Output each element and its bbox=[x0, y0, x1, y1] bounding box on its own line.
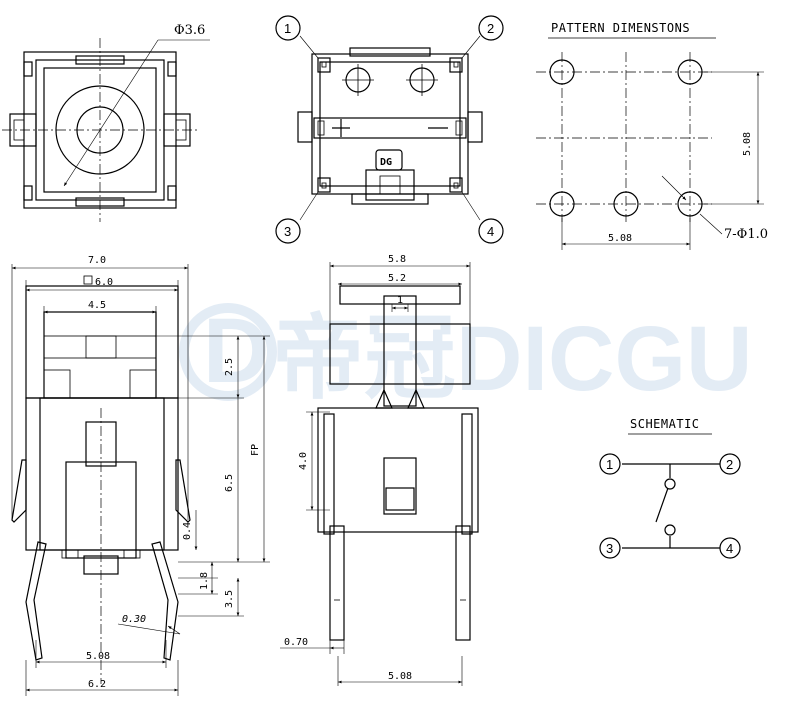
schematic-pin-1: 1 bbox=[606, 457, 613, 472]
schematic-pin-2: 2 bbox=[726, 457, 733, 472]
top-view: Φ3.6 bbox=[2, 23, 210, 222]
pin-label-4: 4 bbox=[487, 224, 494, 239]
pin-label-2: 2 bbox=[487, 21, 494, 36]
pin-label-3: 3 bbox=[284, 224, 291, 239]
dim-65: 6.5 bbox=[224, 474, 235, 492]
logo-mark: DG bbox=[380, 157, 392, 168]
dim-fp: FP bbox=[250, 444, 261, 456]
hole-diameter-label: 7-Φ1.0 bbox=[724, 227, 768, 242]
pattern-horizontal-dim: 5.08 bbox=[608, 233, 632, 244]
watermark-logo-text: D bbox=[203, 300, 269, 402]
dim-1: 1 bbox=[397, 295, 403, 306]
button-diameter-label: Φ3.6 bbox=[174, 23, 205, 38]
pin-top-view: DG 1 2 3 4 bbox=[275, 15, 504, 244]
pattern-title: PATTERN DIMENSTONS bbox=[551, 21, 690, 35]
schematic-pin-3: 3 bbox=[606, 541, 613, 556]
dim-pitch-side: 5.08 bbox=[388, 671, 412, 682]
pattern-dimensions: PATTERN DIMENSTONS 5.08 5.08 7-Φ1.0 bbox=[536, 21, 768, 250]
dim-04: 0.4 bbox=[182, 522, 193, 540]
schematic-title: SCHEMATIC bbox=[630, 417, 700, 431]
watermark-brand-text: 帝冠DICGU bbox=[272, 308, 752, 410]
side-view: 5.8 5.2 1 4.0 0.70 5.08 bbox=[280, 254, 479, 686]
pattern-vertical-dim: 5.08 bbox=[742, 132, 753, 156]
schematic: SCHEMATIC 1 2 3 4 bbox=[599, 417, 741, 559]
dim-button-45: 4.5 bbox=[88, 300, 106, 311]
dim-18: 1.8 bbox=[199, 572, 210, 590]
dim-52: 5.2 bbox=[388, 273, 406, 284]
watermark: D 帝冠DICGU bbox=[179, 300, 752, 410]
dim-58: 5.8 bbox=[388, 254, 406, 265]
dim-thickness: 0.30 bbox=[122, 614, 146, 625]
dim-35: 3.5 bbox=[224, 590, 235, 608]
pin-label-1: 1 bbox=[284, 21, 291, 36]
dim-pitch-front: 5.08 bbox=[86, 651, 110, 662]
dim-070: 0.70 bbox=[284, 637, 308, 648]
dim-25: 2.5 bbox=[224, 358, 235, 376]
schematic-pin-4: 4 bbox=[726, 541, 733, 556]
dim-span: 6.2 bbox=[88, 679, 106, 690]
dim-40: 4.0 bbox=[298, 452, 309, 470]
front-view: 7.0 6.0 4.5 2.5 6.5 FP 0.4 1.8 3.5 0.30 … bbox=[11, 255, 270, 696]
dim-width-7: 7.0 bbox=[88, 255, 106, 266]
dim-body-6: 6.0 bbox=[95, 277, 113, 288]
